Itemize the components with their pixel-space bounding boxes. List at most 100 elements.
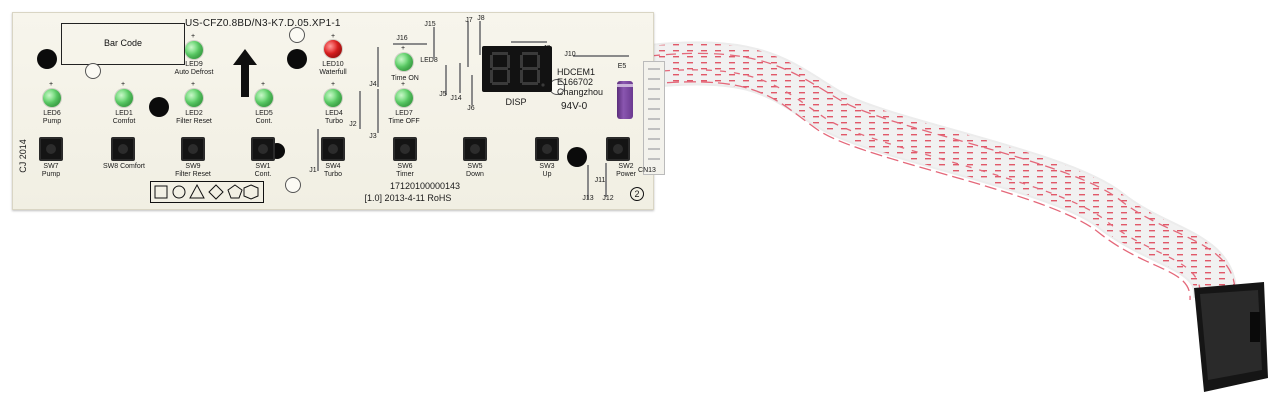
via-ring (289, 27, 305, 43)
jumper-wire (605, 163, 607, 197)
capacitor-label: E5 (617, 63, 627, 70)
jumper-label: J15 (424, 21, 436, 28)
led-indicator (395, 89, 413, 107)
jumper-wire (479, 21, 481, 55)
tactile-switch[interactable] (463, 137, 487, 161)
connector-pin (648, 98, 660, 100)
via-ring (285, 177, 301, 193)
jumper-wire (471, 75, 473, 105)
mounting-hole (287, 49, 307, 69)
jumper-label: J7 (465, 17, 473, 24)
arrow-up-icon (233, 49, 257, 97)
led-function-label: Pump (42, 118, 62, 125)
led-indicator (115, 89, 133, 107)
led-id-label: LED2 (185, 110, 203, 117)
jumper-label: J1 (309, 167, 317, 174)
jumper-label: J4 (369, 81, 377, 88)
led-polarity-mark: + (49, 81, 54, 88)
led-function-label: Cont. (255, 118, 273, 125)
part-code-text: US-CFZ0.8BD/N3-K7.D.05.XP1-1 (185, 18, 341, 29)
jumper-label: J10 (564, 51, 576, 58)
jumper-label: J8 (477, 15, 485, 22)
switch-function-label: Power (616, 171, 636, 178)
jumper-label: J11 (594, 177, 606, 184)
connector-pin (648, 108, 660, 110)
switch-id-label: SW5 (467, 163, 483, 170)
connector-pin (648, 128, 660, 130)
led-indicator (324, 40, 342, 58)
rating-label: 94V-0 (561, 101, 588, 112)
switch-id-label: SW8 Comfort (102, 163, 145, 170)
led-id-label: LED9 (185, 61, 203, 68)
led-id-label: LED5 (255, 110, 273, 117)
mounting-hole (37, 49, 57, 69)
tactile-switch[interactable] (181, 137, 205, 161)
led-id-label: LED7 (395, 110, 413, 117)
jumper-label: J5 (439, 91, 447, 98)
switch-id-label: SW9 (185, 163, 201, 170)
led-indicator (185, 41, 203, 59)
switch-function-label: Up (542, 171, 552, 178)
jumper-label: J16 (396, 35, 408, 42)
connector-pin (648, 68, 660, 70)
led-indicator (185, 89, 203, 107)
led-polarity-mark: + (401, 45, 406, 52)
switch-function-label: Filter Reset (175, 171, 211, 178)
side-code: CJ 2014 (18, 139, 28, 173)
tactile-switch[interactable] (321, 137, 345, 161)
jumper-wire (433, 27, 435, 59)
switch-function-label: Pump (41, 171, 61, 178)
switch-function-label: Cont. (254, 171, 272, 178)
tactile-switch[interactable] (606, 137, 630, 161)
jumper-label: J14 (450, 95, 462, 102)
barcode-label: Bar Code (103, 38, 143, 48)
jumper-label: J12 (602, 195, 614, 202)
barcode-box: Bar Code (61, 23, 185, 65)
led-id-label: LED4 (325, 110, 343, 117)
shape-symbols-icon (154, 183, 259, 200)
connector-pin (648, 138, 660, 140)
led-id-label: LED10 (322, 61, 344, 68)
led-id-label: LED8 (420, 57, 438, 64)
jumper-label: J2 (349, 121, 357, 128)
switch-id-label: SW6 (397, 163, 413, 170)
revision-date: [1.0] 2013-4-11 RoHS (364, 193, 452, 203)
led-id-label: LED6 (43, 110, 61, 117)
jumper-label: J6 (467, 105, 475, 112)
mounting-hole (149, 97, 169, 117)
jumper-wire (573, 55, 629, 57)
cable-connector (1194, 282, 1268, 392)
led-indicator (324, 89, 342, 107)
jumper-wire (511, 41, 547, 43)
led-function-label: Filter Reset (176, 118, 212, 125)
switch-function-label: Turbo (323, 171, 343, 178)
switch-id-label: SW4 (325, 163, 341, 170)
led-function-label: Time OFF (388, 118, 420, 125)
via-ring (85, 63, 101, 79)
tactile-switch[interactable] (39, 137, 63, 161)
cert-line: E166702 (557, 77, 594, 87)
jumper-wire (317, 129, 319, 171)
jumper-wire (359, 91, 361, 129)
led-function-label: Waterfull (319, 69, 347, 76)
switch-function-label: Down (466, 171, 484, 178)
cert-line: HDCEM1 (557, 67, 596, 77)
connector-pin (648, 118, 660, 120)
led-polarity-mark: + (261, 81, 266, 88)
led-indicator (43, 89, 61, 107)
led-function-label: Time ON (391, 75, 419, 82)
tactile-switch[interactable] (535, 137, 559, 161)
jumper-label: J13 (582, 195, 594, 202)
mounting-hole (567, 147, 587, 167)
tactile-switch[interactable] (111, 137, 135, 161)
led-polarity-mark: + (331, 81, 336, 88)
led-polarity-mark: + (191, 33, 196, 40)
jumper-wire (445, 65, 447, 95)
display-digits (490, 52, 545, 87)
serial-number: 17120100000143 (389, 181, 461, 191)
tactile-switch[interactable] (251, 137, 275, 161)
connector-pin (648, 88, 660, 90)
tactile-switch[interactable] (393, 137, 417, 161)
